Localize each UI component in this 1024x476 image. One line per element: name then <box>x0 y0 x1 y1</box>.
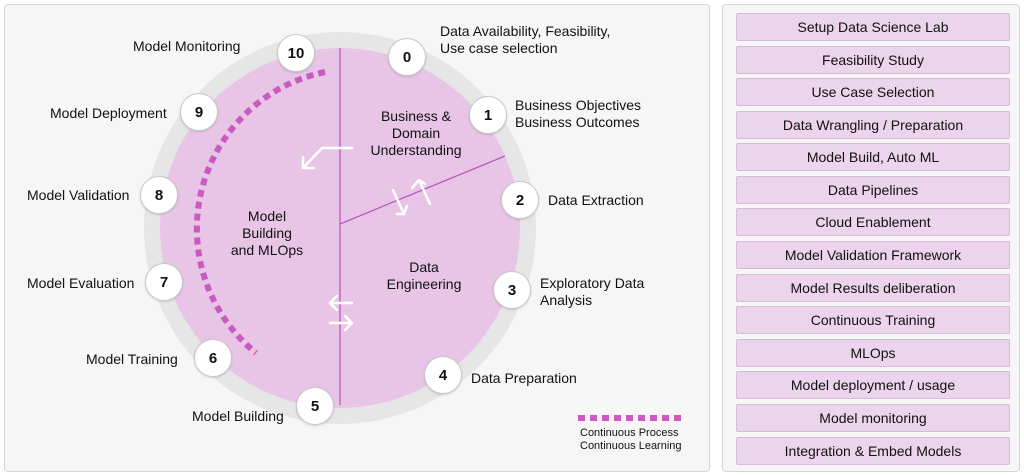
stage-3-label: Exploratory Data Analysis <box>540 275 645 308</box>
list-item-feasibility: Feasibility Study <box>736 46 1010 74</box>
stage-6-number: 6 <box>194 339 232 377</box>
list-item-use-case: Use Case Selection <box>736 78 1010 106</box>
legend-line-1: Continuous Process <box>580 427 679 439</box>
list-item-integration: Integration & Embed Models <box>736 437 1010 465</box>
sector-model-building-label: Model Building and MLOps <box>230 208 304 258</box>
stage-10-number: 10 <box>277 34 315 72</box>
list-item-model-build: Model Build, Auto ML <box>736 143 1010 171</box>
stage-1-label: Business Objectives Business Outcomes <box>515 97 642 130</box>
stage-4-number: 4 <box>424 356 462 394</box>
stage-8-number: 8 <box>140 176 178 214</box>
list-item-validation-framework: Model Validation Framework <box>736 241 1010 269</box>
stage-3-number: 3 <box>493 271 531 309</box>
stage-5-label: Model Building <box>192 408 284 424</box>
list-item-continuous-training: Continuous Training <box>736 306 1010 334</box>
list-item-data-wrangling: Data Wrangling / Preparation <box>736 111 1010 139</box>
stage-0-label: Data Availability, Feasibility, Use case… <box>440 23 611 56</box>
stage-1-number: 1 <box>469 96 507 134</box>
stage-9-number: 9 <box>180 93 218 131</box>
stage-0-number: 0 <box>388 38 426 76</box>
arrow-icon-left-right <box>328 294 354 332</box>
list-item-data-pipelines: Data Pipelines <box>736 176 1010 204</box>
stage-2-label: Data Extraction <box>548 192 644 208</box>
stage-5-number: 5 <box>296 387 334 425</box>
stage-9-label: Model Deployment <box>50 105 167 121</box>
list-item-monitoring: Model monitoring <box>736 404 1010 432</box>
sector-data-engineering-label: Data Engineering <box>386 259 462 292</box>
arrow-icon-down-left <box>301 146 354 170</box>
continuous-process-arc <box>193 69 326 356</box>
list-item-results-deliberation: Model Results deliberation <box>736 274 1010 302</box>
stage-6-label: Model Training <box>86 351 178 367</box>
stage-2-number: 2 <box>501 181 539 219</box>
stage-7-label: Model Evaluation <box>27 275 135 291</box>
list-item-mlops: MLOps <box>736 339 1010 367</box>
arrow-icon-down-up <box>391 178 432 216</box>
legend-line-2: Continuous Learning <box>580 440 682 452</box>
stage-10-label: Model Monitoring <box>133 38 241 54</box>
stage-4-label: Data Preparation <box>471 370 577 386</box>
stage-7-number: 7 <box>145 263 183 301</box>
sector-business-label: Business & Domain Understanding <box>370 108 462 158</box>
stage-8-label: Model Validation <box>27 187 130 203</box>
list-item-setup-lab: Setup Data Science Lab <box>736 13 1010 41</box>
list-item-deployment: Model deployment / usage <box>736 371 1010 399</box>
list-item-cloud: Cloud Enablement <box>736 208 1010 236</box>
